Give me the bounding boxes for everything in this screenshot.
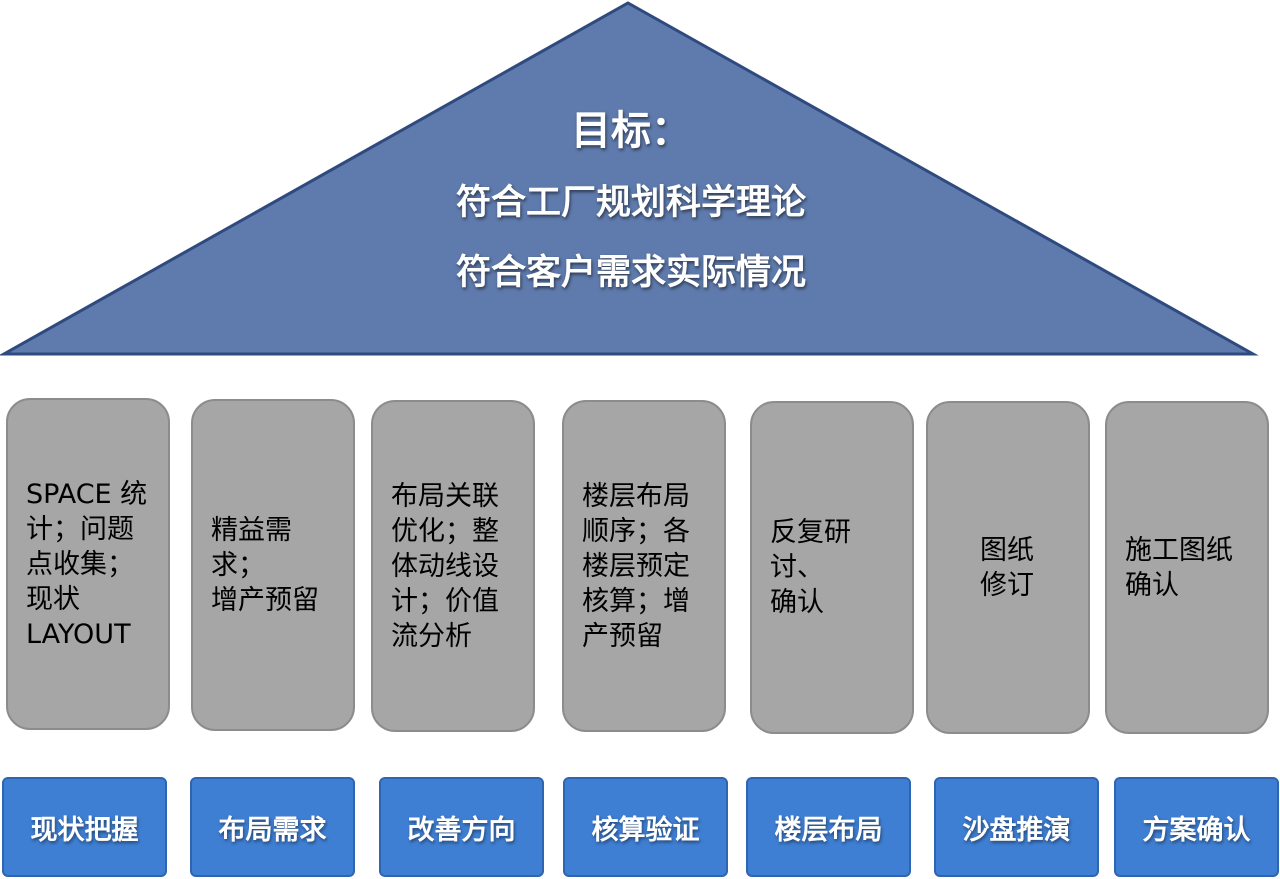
goal-line-2: 符合客户需求实际情况 — [455, 253, 806, 293]
step-7: 方案确认 — [1114, 777, 1279, 877]
step-6-label: 沙盘推演 — [962, 814, 1071, 846]
step-2: 布局需求 — [190, 777, 355, 877]
pillar-2-text: 精益需求； 增产预留 — [211, 514, 319, 616]
step-3: 改善方向 — [379, 777, 544, 877]
step-1-label: 现状把握 — [30, 814, 139, 846]
pillar-3: 布局关联 优化；整 体动线设 计；价值 流分析 — [371, 400, 535, 732]
pillar-5: 反复研讨、 确认 — [750, 401, 914, 734]
step-4-label: 核算验证 — [591, 814, 700, 846]
step-6: 沙盘推演 — [934, 777, 1099, 877]
goal-title: 目标： — [571, 108, 691, 154]
pillar-4-text: 楼层布局 顺序；各 楼层预定 核算；增 产预留 — [582, 480, 690, 652]
pillar-6-text: 图纸 修订 — [980, 534, 1034, 601]
pillar-1-text: SPACE 统 计；问题 点收集； 现状 LAYOUT — [26, 478, 148, 650]
pillar-7-text: 施工图纸 确认 — [1125, 534, 1233, 601]
pillar-5-text: 反复研讨、 确认 — [770, 517, 851, 618]
pillar-2: 精益需求； 增产预留 — [191, 399, 355, 731]
step-7-label: 方案确认 — [1142, 814, 1251, 846]
pillar-3-text: 布局关联 优化；整 体动线设 计；价值 流分析 — [391, 480, 499, 652]
pillar-6: 图纸 修订 — [926, 401, 1090, 734]
pillar-7: 施工图纸 确认 — [1105, 401, 1269, 734]
step-4: 核算验证 — [563, 777, 728, 877]
step-5-label: 楼层布局 — [774, 814, 883, 846]
step-2-label: 布局需求 — [218, 814, 327, 846]
step-3-label: 改善方向 — [407, 814, 516, 846]
pillar-1: SPACE 统 计；问题 点收集； 现状 LAYOUT — [6, 398, 170, 730]
goal-roof-triangle — [0, 1, 1259, 356]
step-5: 楼层布局 — [746, 777, 911, 877]
step-1: 现状把握 — [2, 777, 167, 877]
pillar-4: 楼层布局 顺序；各 楼层预定 核算；增 产预留 — [562, 400, 726, 732]
goal-line-1: 符合工厂规划科学理论 — [455, 183, 806, 223]
